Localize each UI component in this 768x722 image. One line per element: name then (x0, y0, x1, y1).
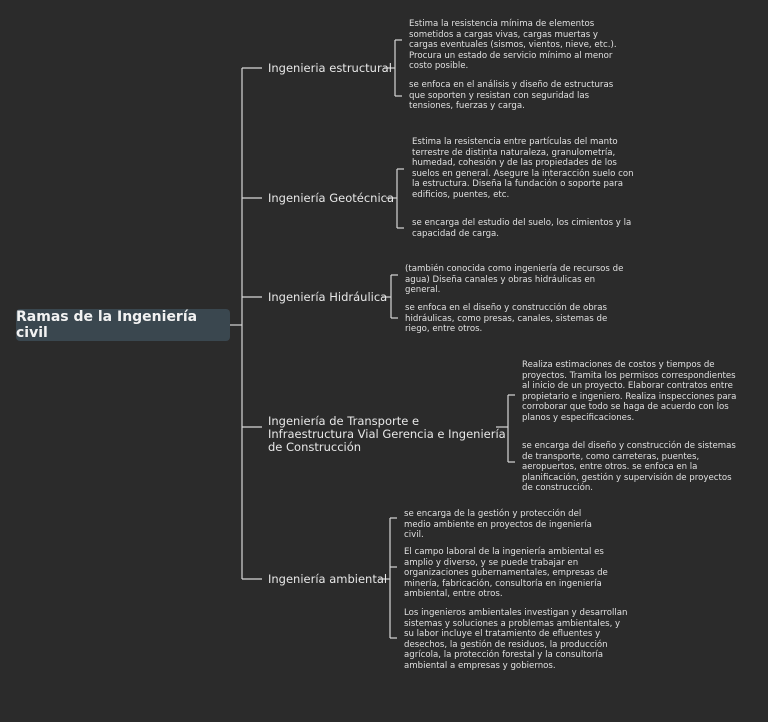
leaf-ambiental-2: El campo laboral de la ingeniería ambien… (404, 547, 608, 600)
branch-label: Ingeniería ambiental (268, 572, 388, 586)
leaf-ambiental-1: se encarga de la gestión y protección de… (404, 509, 592, 541)
leaf-estructural-1: Estima la resistencia mínima de elemento… (409, 19, 617, 72)
branch-ingenieria-estructural[interactable]: Ingenieria estructural (268, 62, 392, 75)
leaf-transporte-2: se encarga del diseño y construcción de … (522, 441, 736, 494)
leaf-estructural-2: se enfoca en el análisis y diseño de est… (409, 80, 614, 112)
branch-ingenieria-ambiental[interactable]: Ingeniería ambiental (268, 573, 387, 586)
root-node[interactable]: Ramas de la Ingeniería civil (16, 309, 230, 341)
leaf-geotecnica-1: Estima la resistencia entre partículas d… (412, 137, 634, 200)
branch-ingenieria-transporte-construccion[interactable]: Ingeniería de Transporte e Infraestructu… (268, 415, 506, 454)
root-label: Ramas de la Ingeniería civil (16, 309, 198, 341)
leaf-transporte-1: Realiza estimaciones de costos y tiempos… (522, 360, 737, 423)
branch-label: Ingeniería Geotécnica (268, 191, 395, 205)
leaf-hidraulica-2: se enfoca en el diseño y construcción de… (405, 303, 608, 335)
branch-label: Ingenieria estructural (268, 61, 392, 75)
leaf-geotecnica-2: se encarga del estudio del suelo, los ci… (412, 218, 632, 239)
branch-label-line: Ingeniería de Transporte e (268, 414, 420, 428)
branch-label-line: Infraestructura Vial Gerencia e Ingenier… (268, 427, 506, 441)
leaf-ambiental-3: Los ingenieros ambientales investigan y … (404, 608, 628, 671)
branch-ingenieria-geotecnica[interactable]: Ingeniería Geotécnica (268, 192, 394, 205)
leaf-hidraulica-1: (también conocida como ingeniería de rec… (405, 264, 624, 296)
branch-label-line: de Construcción (268, 440, 362, 454)
branch-ingenieria-hidraulica[interactable]: Ingeniería Hidráulica (268, 291, 387, 304)
branch-label: Ingeniería Hidráulica (268, 290, 388, 304)
